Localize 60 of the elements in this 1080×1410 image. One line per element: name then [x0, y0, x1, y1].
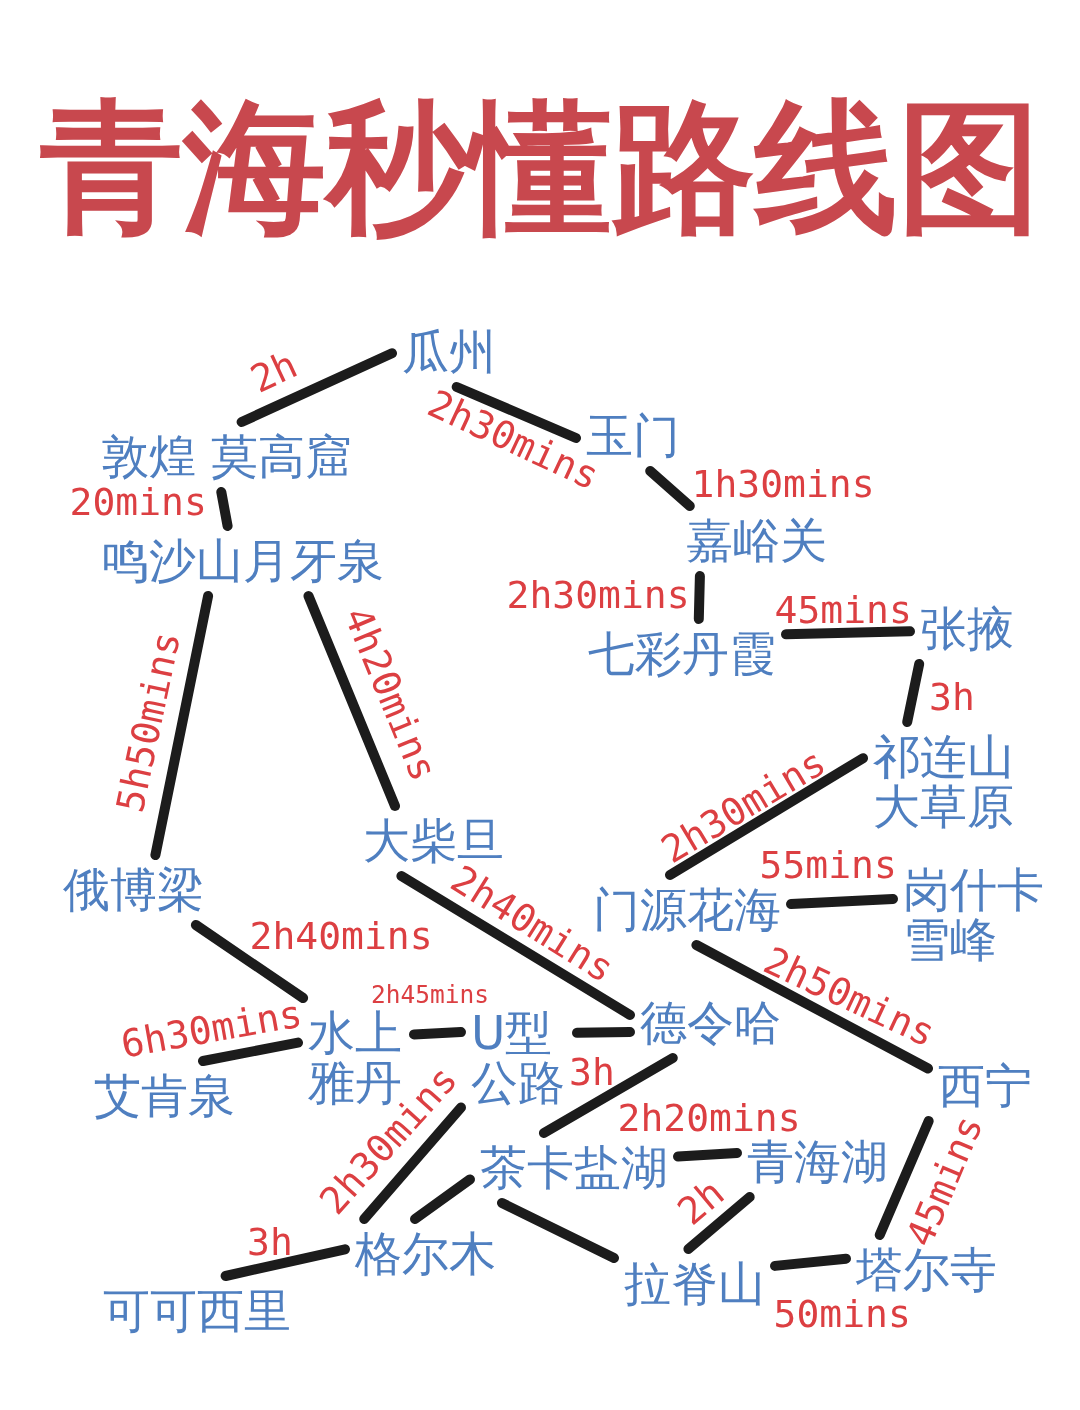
- route-line: [236, 348, 397, 427]
- place-label: 茶卡盐湖: [480, 1143, 668, 1193]
- route-line: [150, 591, 214, 860]
- place-label: 塔尔寺: [856, 1245, 997, 1295]
- route-line: [410, 1174, 475, 1224]
- route-line: [409, 1027, 466, 1040]
- edge-label: 2h: [245, 345, 303, 399]
- route-line: [683, 1192, 755, 1254]
- place-label: 拉脊山: [624, 1259, 765, 1309]
- route-line: [359, 1102, 466, 1224]
- route-line: [572, 1027, 635, 1038]
- route-line: [786, 894, 898, 910]
- edge-label: 5h50mins: [110, 628, 186, 816]
- route-line: [497, 1198, 619, 1264]
- edge-label: 2h40mins: [249, 917, 433, 955]
- route-line: [770, 1253, 851, 1271]
- edge-label: 50mins: [773, 1295, 911, 1333]
- route-line: [645, 466, 695, 511]
- place-label: 俄博梁: [63, 865, 204, 915]
- route-line: [665, 753, 868, 880]
- place-label: 嘉峪关: [686, 516, 827, 566]
- route-line: [396, 871, 635, 1020]
- edge-label: 6h30mins: [117, 994, 305, 1064]
- edge-label: 2h: [671, 1172, 731, 1232]
- place-label: 青海湖: [747, 1137, 888, 1187]
- route-line: [538, 1053, 678, 1138]
- edge-label: 20mins: [69, 483, 207, 521]
- route-line: [451, 382, 581, 443]
- title: 青海秒懂路线图: [40, 88, 1041, 248]
- route-line: [190, 920, 309, 1003]
- edge-label: 2h30mins: [506, 576, 690, 614]
- place-label: 瓜州: [402, 327, 496, 377]
- route-line: [781, 626, 915, 640]
- place-label: 鸣沙山月牙泉: [102, 536, 384, 586]
- place-label: U型公路: [471, 1008, 567, 1108]
- route-line: [220, 1244, 350, 1281]
- place-label: 西宁: [938, 1061, 1032, 1111]
- route-line: [902, 659, 925, 727]
- route-line: [693, 571, 705, 624]
- place-label: 祁连山大草原: [873, 732, 1018, 832]
- place-label: 大柴旦: [363, 816, 504, 866]
- route-line: [673, 1148, 742, 1162]
- route-line: [874, 1116, 934, 1240]
- edge-label: 3h: [247, 1223, 293, 1261]
- edge-label: 2h45mins: [371, 982, 489, 1007]
- place-label: 张掖: [920, 604, 1014, 654]
- route-line: [216, 487, 233, 531]
- place-label: 格尔木: [355, 1229, 496, 1279]
- route-line: [691, 940, 933, 1074]
- place-label: 七彩丹霞: [588, 629, 776, 679]
- route-line: [198, 1037, 303, 1066]
- edge-label: 45mins: [774, 591, 912, 629]
- place-label: 可可西里: [103, 1286, 291, 1336]
- place-label: 敦煌 莫高窟: [102, 432, 352, 482]
- edge-label: 2h20mins: [617, 1099, 801, 1137]
- route-line: [303, 591, 400, 811]
- edge-label: 3h: [569, 1053, 615, 1091]
- place-label: 艾肯泉: [94, 1071, 235, 1121]
- edge-label: 3h: [929, 678, 975, 716]
- edge-label: 1h30mins: [691, 465, 875, 503]
